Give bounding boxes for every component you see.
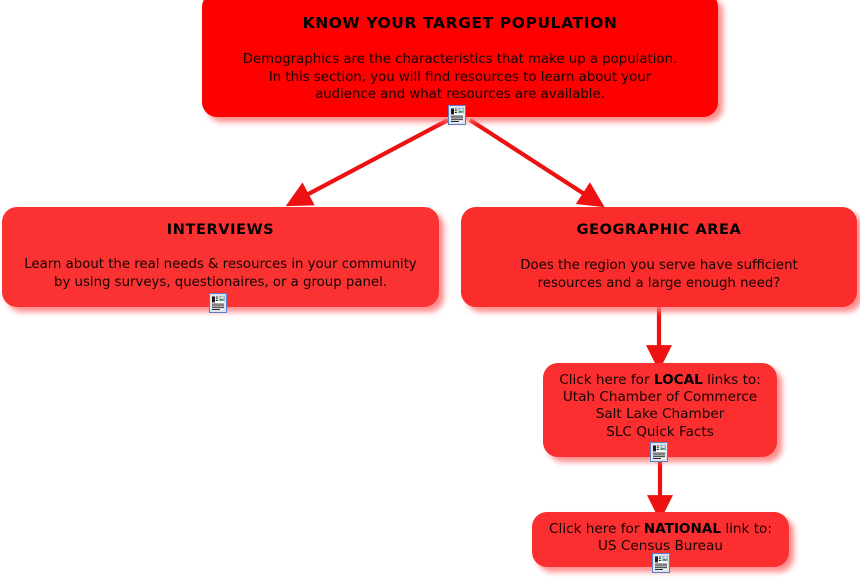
node-body-line: Demographics are the characteristics tha… (242, 52, 678, 67)
node-body: Demographics are the characteristics tha… (202, 51, 718, 104)
node-body: Does the region you serve have sufficien… (461, 257, 857, 293)
node-body-line: In this section, you will find resources… (268, 69, 652, 85)
node-body-line: by using surveys, questionaires, or a gr… (54, 275, 387, 290)
node-body: Click here for NATIONAL link to: US Cens… (532, 521, 789, 555)
node-know-your-target-population[interactable]: KNOW YOUR TARGET POPULATION Demographics… (202, 0, 718, 117)
node-link-line: Utah Chamber of Commerce (562, 389, 758, 406)
node-geographic-area[interactable]: GEOGRAPHIC AREA Does the region you serv… (461, 207, 857, 307)
node-body-line: Learn about the real needs & resources i… (24, 257, 417, 272)
node-interviews[interactable]: INTERVIEWS Learn about the real needs & … (2, 207, 439, 307)
lead-emphasis: LOCAL (653, 372, 703, 388)
edge-top-to-geographic (468, 118, 605, 208)
lead-suffix: links to: (702, 372, 761, 388)
node-title: GEOGRAPHIC AREA (576, 222, 742, 238)
node-body-line: Click here for LOCAL links to: (543, 372, 777, 389)
node-link-line: Salt Lake Chamber (595, 406, 725, 423)
edge-top-to-interviews (285, 118, 449, 207)
node-body-line: Does the region you serve have sufficien… (520, 258, 798, 273)
node-body: Click here for LOCAL links to: Utah Cham… (543, 372, 777, 441)
node-link-line: SLC Quick Facts (606, 423, 714, 440)
document-icon[interactable] (448, 105, 466, 125)
node-title: INTERVIEWS (166, 222, 275, 238)
node-title: KNOW YOUR TARGET POPULATION (302, 14, 618, 32)
lead-prefix: Click here for (559, 372, 654, 388)
document-icon[interactable] (650, 442, 668, 462)
document-icon[interactable] (209, 293, 227, 313)
node-link-line: US Census Bureau (597, 538, 723, 555)
lead-emphasis: NATIONAL (643, 521, 722, 537)
lead-prefix: Click here for (549, 521, 644, 537)
node-body-line: Click here for NATIONAL link to: (532, 521, 789, 538)
node-body: Learn about the real needs & resources i… (2, 256, 439, 292)
document-icon[interactable] (652, 553, 670, 573)
node-body-line: resources and a large enough need? (537, 276, 781, 291)
node-local-links[interactable]: Click here for LOCAL links to: Utah Cham… (543, 363, 777, 457)
node-body-line: audience and what resources are availabl… (315, 87, 605, 102)
lead-suffix: link to: (721, 521, 772, 537)
